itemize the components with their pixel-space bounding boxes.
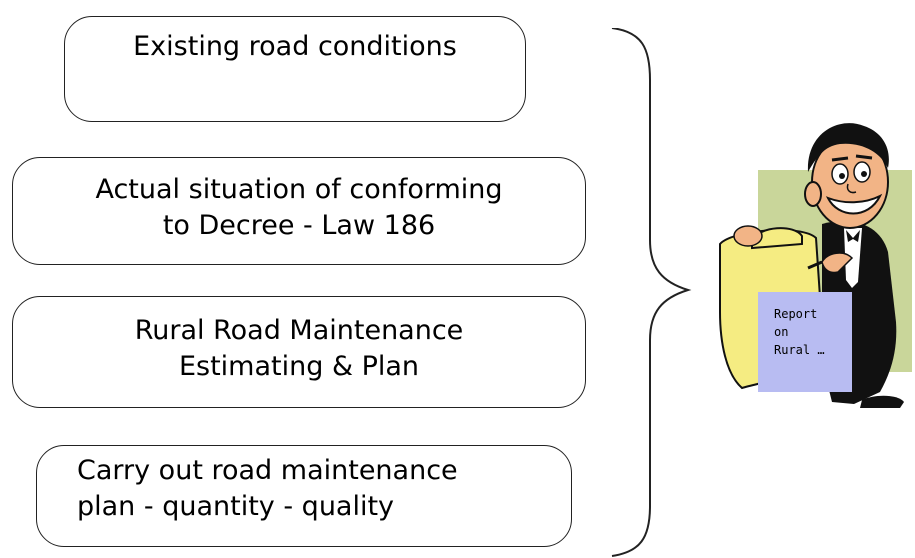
report-paper: [758, 292, 852, 392]
box-2-line-2: to Decree - Law 186: [162, 210, 436, 241]
mascot-head: [804, 123, 889, 229]
box-4-line-1: Carry out road maintenance: [77, 455, 458, 486]
report-line-3: Rural …: [774, 343, 825, 357]
box-3-line-2: Estimating & Plan: [178, 351, 420, 382]
report-board: Report on Rural …: [719, 227, 852, 392]
box-decree-law-186: Actual situation of conforming to Decree…: [12, 157, 586, 265]
report-line-2: on: [774, 325, 788, 339]
box-1-line-1: Existing road conditions: [133, 31, 457, 62]
box-3-line-1: Rural Road Maintenance: [134, 315, 464, 346]
box-maintenance-estimating: Rural Road Maintenance Estimating & Plan: [12, 296, 586, 408]
box-existing-road-conditions: Existing road conditions: [64, 16, 526, 122]
box-carry-out-maintenance: Carry out road maintenance plan - quanti…: [36, 445, 572, 547]
box-2-line-1: Actual situation of conforming: [95, 174, 503, 205]
mascot-hands: [733, 225, 854, 274]
presenter-mascot: Report on Rural …: [719, 123, 912, 408]
box-4-line-2: plan - quantity - quality: [77, 491, 395, 522]
report-line-1: Report: [774, 307, 817, 321]
curly-brace: [611, 28, 692, 557]
